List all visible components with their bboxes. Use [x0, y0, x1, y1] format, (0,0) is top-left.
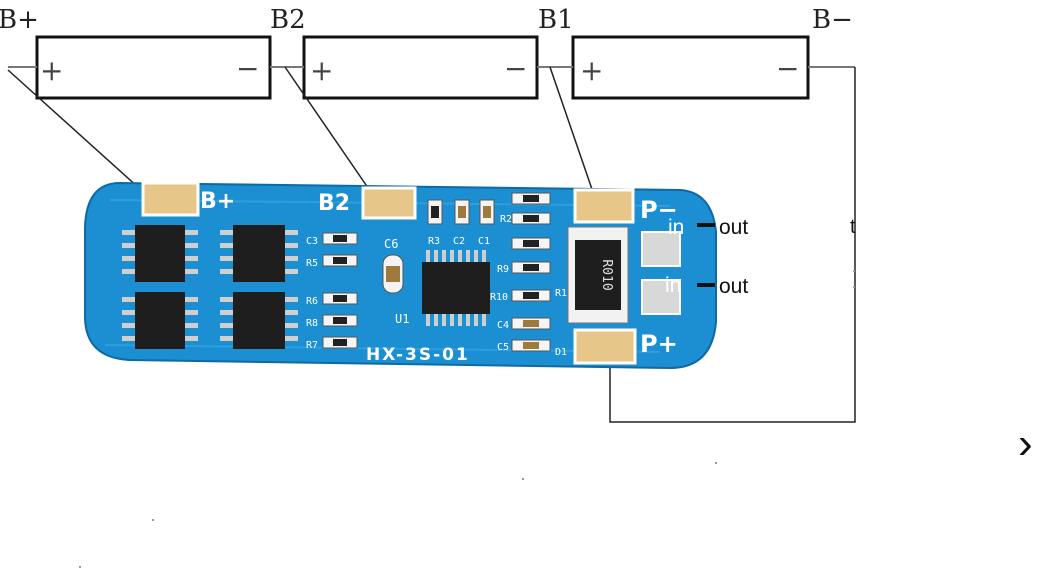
next-chevron-icon[interactable]: ›: [1018, 419, 1033, 468]
mosfet-chip: [220, 292, 298, 349]
main-ic: [422, 250, 490, 326]
cell-1-plus: +: [40, 54, 63, 87]
ref-c1: C1: [478, 236, 490, 247]
smd-resistors-left: [322, 232, 358, 349]
wire-b2: [284, 66, 376, 199]
pad-p-plus: [573, 328, 637, 365]
ref-r10: R10: [490, 292, 508, 303]
smd-caps-top: [427, 199, 495, 225]
cell-1-minus: −: [236, 52, 259, 85]
terminal-label-b1: B1: [538, 5, 574, 35]
wire-b-plus: [7, 69, 151, 199]
annotation-out-bottom: out: [719, 275, 748, 298]
mosfet-chip: [220, 225, 298, 282]
pad-label-b2: B2: [318, 191, 350, 216]
cell-2-plus: +: [310, 54, 333, 87]
ref-r11: R11: [555, 288, 573, 299]
annotation-out-top: out: [719, 216, 748, 239]
battery-cell-2: + −: [302, 35, 539, 100]
ref-c5: C5: [497, 342, 509, 353]
ref-c2: C2: [453, 236, 465, 247]
current-sense-resistor: R010: [567, 226, 629, 324]
pad-b1: [573, 188, 635, 224]
wire-b1: [549, 66, 596, 199]
scan-specks: [79, 270, 855, 568]
cell-3-minus: −: [776, 52, 799, 85]
ref-r3: R3: [428, 236, 440, 247]
battery-cell-3: + −: [571, 35, 810, 100]
bms-pcb: B+ B2 P− P+: [84, 181, 717, 370]
resistor-value-label: R010: [599, 259, 614, 290]
side-pad-bottom: [641, 279, 681, 315]
wire-b-minus-loop: [609, 67, 856, 423]
cell-2-minus: −: [504, 52, 527, 85]
ref-r8: R8: [306, 318, 318, 329]
pad-label-p-plus: P+: [640, 330, 678, 358]
pad-b2: [361, 186, 417, 220]
ref-u1: U1: [395, 312, 409, 326]
ref-r7: R7: [306, 340, 318, 351]
pad-label-b-plus: B+: [200, 189, 235, 214]
connector-dash-top: [697, 223, 715, 227]
ref-c3: C3: [306, 236, 318, 247]
ref-c6: C6: [384, 237, 398, 251]
ref-r5: R5: [306, 258, 318, 269]
terminal-label-b-minus: B−: [812, 5, 853, 35]
terminal-label-b-plus: B+: [0, 5, 39, 35]
terminal-label-b2: B2: [270, 5, 306, 35]
cell-3-plus: +: [580, 54, 603, 87]
ref-c4: C4: [497, 320, 509, 331]
annotation-in-top: in: [668, 216, 684, 239]
side-pad-top: [641, 231, 681, 267]
connector-dash-bottom: [697, 283, 715, 287]
mosfet-chip: [122, 225, 198, 282]
battery-cell-1: + −: [35, 35, 272, 100]
pad-b-plus: [141, 181, 200, 217]
annotation-stray-t: t: [850, 216, 856, 238]
smd-resistors-right: [511, 192, 551, 352]
pcb-model-label: HX-3S-01: [366, 345, 470, 365]
ref-d1: D1: [555, 347, 567, 358]
annotation-in-bottom: in: [665, 274, 681, 297]
ref-r2: R2: [500, 214, 512, 225]
ref-r9: R9: [497, 264, 509, 275]
capacitor-c6: [382, 254, 404, 294]
pad-label-p-minus: P−: [640, 196, 678, 224]
ref-r6: R6: [306, 296, 318, 307]
mosfet-chip: [122, 292, 198, 349]
